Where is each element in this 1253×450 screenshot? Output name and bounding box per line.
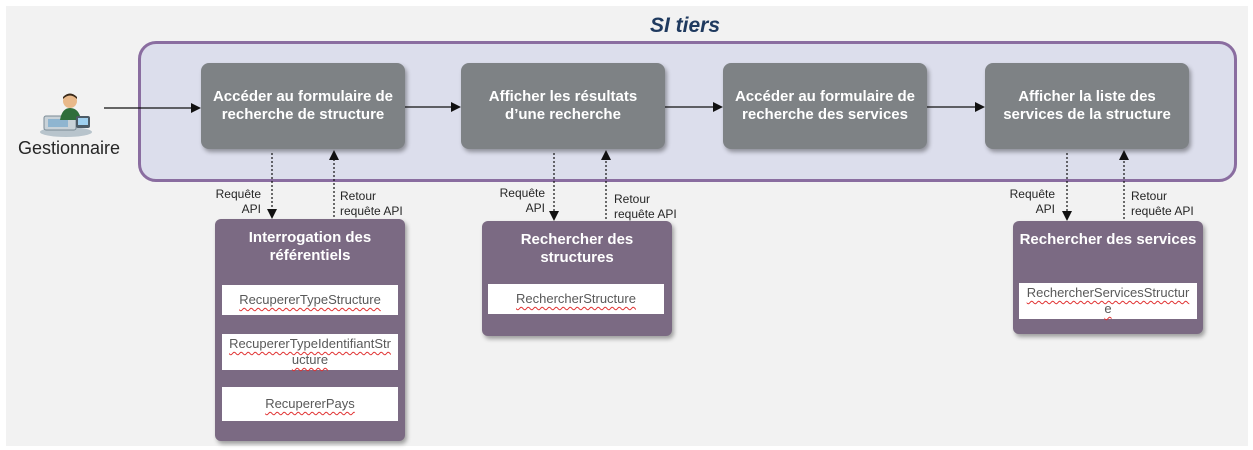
request-label-2: Requête API — [499, 186, 545, 215]
api-rechercher-services-structure: RechercherServicesStructure — [1019, 283, 1197, 319]
request-label-3: Requête API — [1009, 187, 1055, 216]
api-recuperer-pays: RecupererPays — [222, 387, 398, 421]
response-label-2: Retour requête API — [614, 192, 677, 221]
response-label-3: Retour requête API — [1131, 189, 1194, 218]
service-title: Interrogation des référentiels — [248, 229, 372, 264]
request-label-1: Requête API — [215, 187, 261, 216]
service-interrogation-referentiels: Interrogation des référentiels Recuperer… — [215, 219, 405, 441]
diagram-title: SI tiers — [649, 14, 721, 37]
api-recuperer-type-structure: RecupererTypeStructure — [222, 285, 398, 315]
step-acceder-formulaire-services: Accéder au formulaire de recherche des s… — [723, 63, 927, 149]
step-afficher-resultats: Afficher les résultats d’une recherche — [461, 63, 665, 149]
actor-label: Gestionnaire — [18, 138, 121, 158]
service-title: Rechercher des services — [1019, 231, 1197, 248]
service-title: Rechercher des structures — [520, 231, 634, 266]
step-acceder-formulaire-structure: Accéder au formulaire de recherche de st… — [201, 63, 405, 149]
api-rechercher-structure: RechercherStructure — [488, 284, 664, 314]
service-rechercher-structures: Rechercher des structures RechercherStru… — [482, 221, 672, 336]
service-rechercher-services: Rechercher des services RechercherServic… — [1013, 221, 1203, 334]
step-afficher-liste-services: Afficher la liste des services de la str… — [985, 63, 1189, 149]
api-recuperer-type-identifiant-structure: RecupererTypeIdentifiantStructure — [222, 334, 398, 370]
user-at-computer-icon — [36, 92, 98, 143]
response-label-1: Retour requête API — [340, 189, 403, 218]
